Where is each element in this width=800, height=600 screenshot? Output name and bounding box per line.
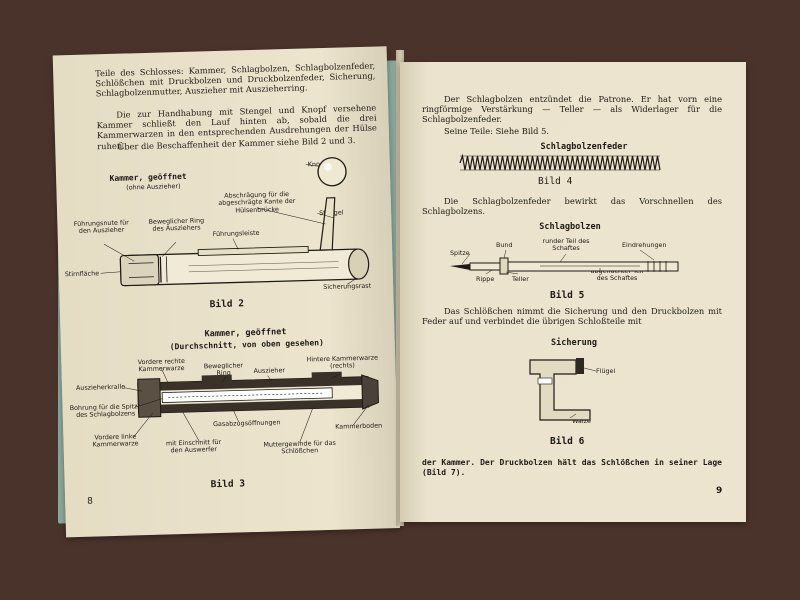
fig4-caption: Bild 4 <box>538 176 573 187</box>
fig6-title: Sicherung <box>550 338 598 348</box>
right-page-number: 9 <box>716 486 723 496</box>
right-paragraph-2: Seine Teile: Siehe Bild 5. <box>444 126 549 136</box>
fig5-label-eindrehungen: Eindrehungen <box>622 241 667 249</box>
fig5-label-runder: runder Teil des Schaftes <box>542 237 590 253</box>
right-paragraph-4: Das Schlößchen nimmt die Sicherung und d… <box>422 306 722 327</box>
fig6-safety-drawing <box>529 358 597 421</box>
fig6-caption: Bild 6 <box>550 436 585 447</box>
fig6-label-walze: Walze <box>572 417 591 425</box>
fig3-caption: Bild 3 <box>210 478 246 491</box>
fig5-label-bund: Bund <box>496 241 513 249</box>
fig2-bolt-drawing <box>100 157 370 287</box>
fig6-label-fluegel: Flügel <box>596 367 616 375</box>
fig5-label-rippe: Rippe <box>476 275 495 283</box>
fig4-title: Schlagbolzenfeder <box>540 142 628 152</box>
fig5-caption: Bild 5 <box>550 290 585 301</box>
left-page-number: 8 <box>87 496 94 507</box>
left-page: Teile des Schlosses: Kammer, Schlagbolze… <box>52 46 400 538</box>
right-paragraph-5: der Kammer. Der Druckbolzen hält das Sch… <box>422 458 722 478</box>
fig5-label-spitze: Spitze <box>450 249 470 257</box>
right-page: Der Schlagbolzen entzündet die Patrone. … <box>400 62 746 522</box>
right-paragraph-1: Der Schlagbolzen entzündet die Patrone. … <box>422 94 722 125</box>
right-paragraph-3: Die Schlagbolzenfeder bewirkt das Vorsch… <box>422 196 722 217</box>
fig5-firing-pin-drawing <box>450 249 679 275</box>
fig3-bolt-section-drawing <box>123 368 379 443</box>
fig4-spring-drawing <box>459 153 661 171</box>
fig5-label-teller: Teller <box>512 275 529 283</box>
fig5-title: Schlagbolzen <box>539 222 601 232</box>
